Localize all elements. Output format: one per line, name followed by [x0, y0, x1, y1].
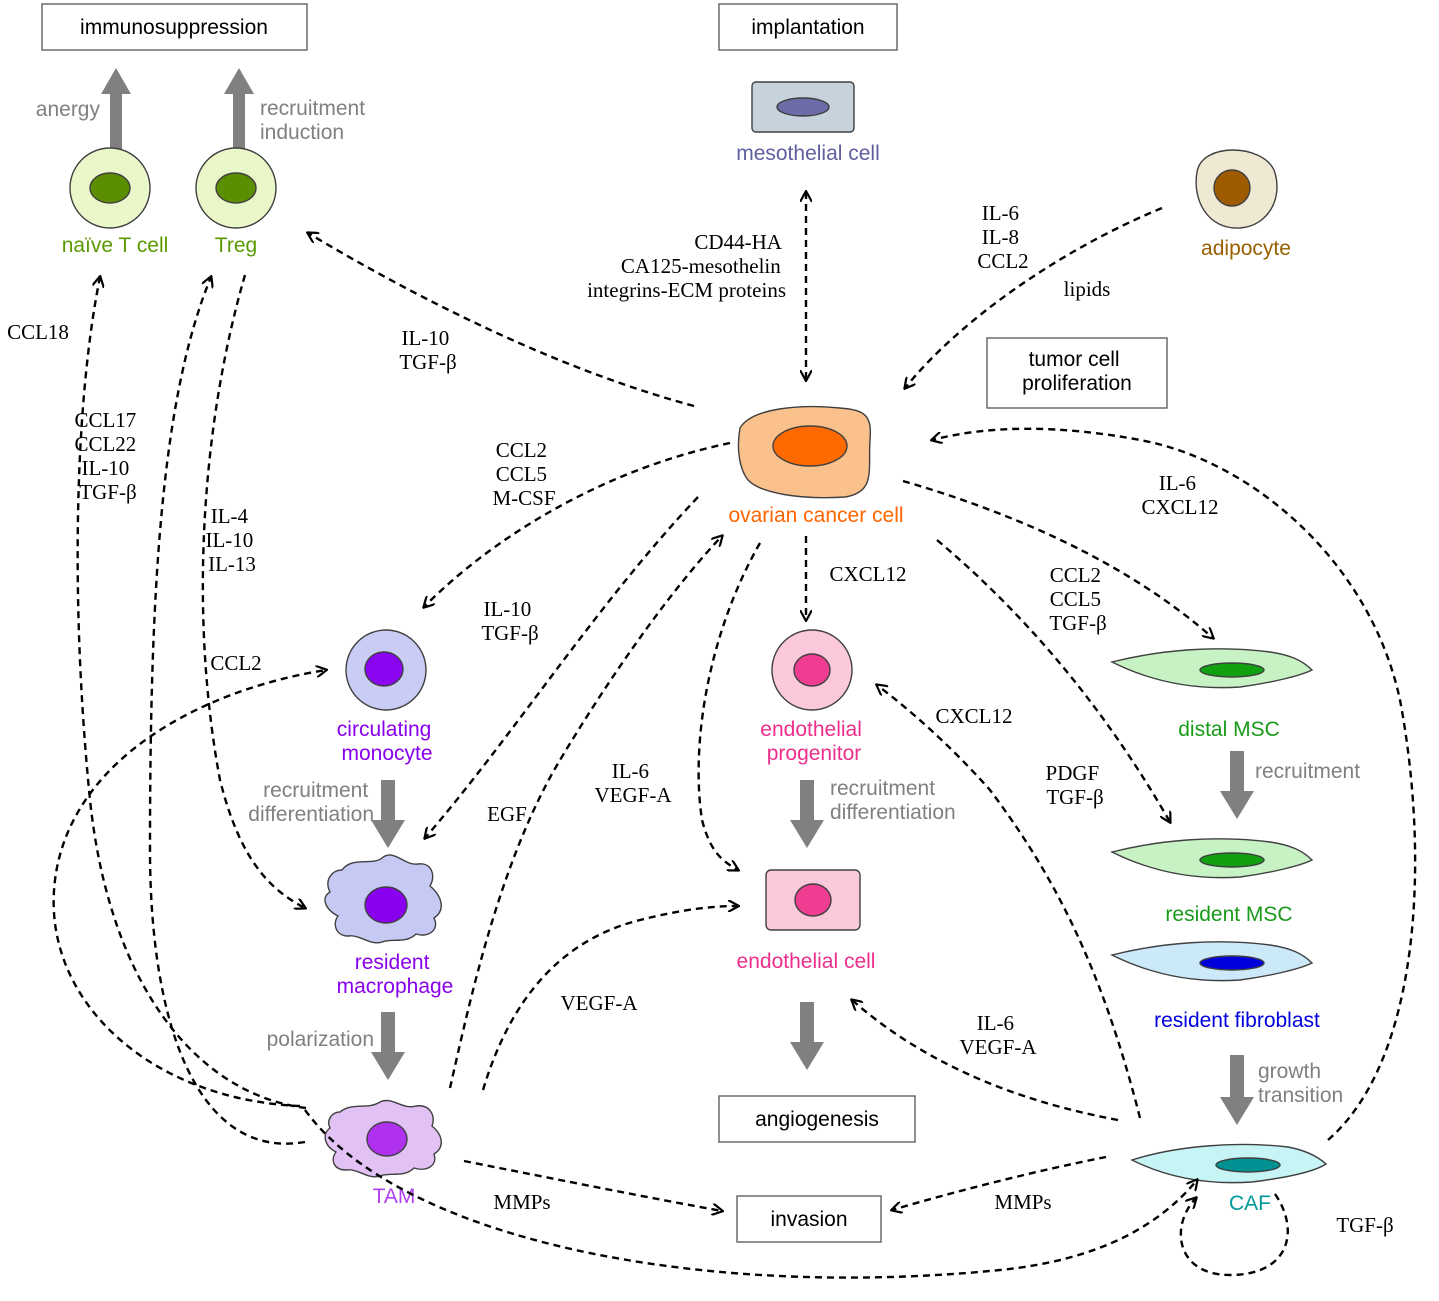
- cancer-to-resident-msc-arrow: [936, 539, 1170, 822]
- resident-macrophage-cell: [324, 854, 442, 944]
- distal-msc-label: distal MSC: [1178, 718, 1280, 741]
- cancer-to-monocyte-signals-label: CCL2 CCL5 M-CSF: [492, 438, 555, 510]
- signal-arrows: [52, 192, 1417, 1279]
- progenitor-recruitment-differentiation-label: recruitment differentiation: [830, 777, 956, 824]
- circulating-monocyte-cell: [345, 629, 427, 711]
- naive-t-cell-label: naïve T cell: [62, 234, 169, 257]
- tam-to-caf-arrow: [304, 1109, 1197, 1279]
- cxcl12-caf-label: CXCL12: [935, 704, 1012, 728]
- tam-label: TAM: [373, 1185, 416, 1208]
- treg-to-macrophage-arrow: [201, 274, 305, 908]
- implantation-label: implantation: [751, 16, 864, 39]
- tam-to-endothelial-arrow: [481, 906, 738, 1091]
- ccl18-label: CCL18: [7, 320, 69, 344]
- angiogenesis-label: angiogenesis: [755, 1108, 879, 1131]
- caf-to-cancer-arrow: [932, 427, 1417, 1141]
- polarization-arrow: [371, 1012, 405, 1080]
- treg-to-macrophage-signals-label: IL-4 IL-10 IL-13: [205, 504, 258, 576]
- progenitor-differentiation-arrow: [790, 780, 824, 848]
- mmps-caf-label: MMPs: [994, 1190, 1051, 1214]
- anergy-label: anergy: [36, 98, 101, 121]
- angiogenesis-arrow: [790, 1002, 824, 1070]
- caf-to-endothelial-arrow: [852, 1000, 1119, 1122]
- growth-transition-arrow: [1220, 1055, 1254, 1125]
- polarization-label: polarization: [267, 1028, 374, 1051]
- endothelial-progenitor-cell: [771, 629, 853, 711]
- cancer-to-resident-msc-signals-label: PDGF TGF-β: [1046, 761, 1105, 809]
- invasion-box: invasion: [736, 1195, 882, 1243]
- ccl2-monocyte-label: CCL2: [210, 651, 261, 675]
- cancer-to-distal-msc-signals-label: CCL2 CCL5 TGF-β: [1049, 563, 1106, 635]
- lipids-label: lipids: [1064, 277, 1111, 301]
- adipocyte-label: adipocyte: [1201, 237, 1291, 260]
- monocyte-recruitment-differentiation-label: recruitment differentiation: [248, 779, 374, 826]
- cancer-to-monocyte-arrow: [424, 441, 731, 607]
- resident-msc-label: resident MSC: [1165, 903, 1292, 926]
- tam-to-invasion-arrow: [463, 1159, 722, 1211]
- distal-msc-cell: [1109, 648, 1314, 689]
- implantation-box: implantation: [718, 3, 898, 51]
- recruitment-induction-arrow: [224, 68, 254, 153]
- cancer-to-treg-signals-label: IL-10 TGF-β: [399, 326, 456, 374]
- cancer-to-endothelial-arrow: [697, 542, 762, 870]
- endothelial-cell-label: endothelial cell: [737, 950, 876, 973]
- growth-transition-label: growth transition: [1258, 1060, 1343, 1107]
- caf-label: CAF: [1229, 1192, 1271, 1215]
- caf-to-cancer-signals-label: IL-6 CXCL12: [1141, 471, 1218, 519]
- cancer-to-endothelial-signals-label: IL-6 VEGF-A: [595, 759, 673, 807]
- ovarian-cancer-cell: [737, 405, 872, 499]
- adhesion-molecules-label: CD44-HA CA125-mesothelin integrins-ECM p…: [587, 230, 786, 302]
- endothelial-cell: [765, 869, 861, 931]
- naive-t-cell: [69, 147, 151, 229]
- msc-recruitment-arrow: [1220, 751, 1254, 819]
- endothelial-progenitor-label: endothelial progenitor: [760, 718, 867, 765]
- tgfb-caf-label: TGF-β: [1336, 1213, 1393, 1237]
- msc-recruitment-label: recruitment: [1255, 760, 1360, 783]
- tumor-cell-proliferation-box: tumor cell proliferation: [986, 337, 1168, 409]
- mmps-tam-label: MMPs: [493, 1190, 550, 1214]
- resident-msc-cell: [1109, 838, 1314, 879]
- mesothelial-cell-label: mesothelial cell: [736, 142, 880, 165]
- resident-fibroblast-label: resident fibroblast: [1154, 1009, 1320, 1032]
- caf-cell: [1130, 1143, 1328, 1184]
- circulating-monocyte-label: circulating monocyte: [337, 718, 437, 765]
- immunosuppression-box: immunosuppression: [41, 3, 308, 51]
- treg-label: Treg: [215, 234, 257, 257]
- ovarian-cancer-cell-label: ovarian cancer cell: [728, 504, 903, 527]
- tam-to-treg-signals-label: CCL17 CCL22 IL-10 TGF-β: [74, 408, 141, 504]
- resident-fibroblast-cell: [1109, 941, 1314, 982]
- cancer-to-macrophage-signals-label: IL-10 TGF-β: [481, 597, 538, 645]
- tam-to-treg-arrow: [148, 277, 306, 1145]
- caf-autocrine-arrow: [1179, 1193, 1289, 1277]
- process-arrows: [101, 68, 1254, 1125]
- resident-macrophage-label: resident macrophage: [337, 951, 454, 998]
- egf-label: EGF: [487, 802, 527, 826]
- anergy-arrow: [101, 68, 131, 153]
- invasion-label: invasion: [770, 1208, 847, 1231]
- adipocyte-to-cancer-arrow: [905, 206, 1163, 388]
- tam-to-naive-t-arrow: [76, 277, 307, 1110]
- adipocyte-cytokines-label: IL-6 IL-8 CCL2: [977, 201, 1028, 273]
- tam-monocyte-ccl2-arrow: [52, 670, 326, 1108]
- tam-cell: [324, 1099, 442, 1178]
- tumor-cell-proliferation-label: tumor cell proliferation: [1022, 348, 1132, 395]
- recruitment-induction-label: recruitment induction: [260, 97, 371, 144]
- cxcl12-progenitor-label: CXCL12: [829, 562, 906, 586]
- caf-to-progenitor-arrow: [877, 685, 1142, 1119]
- tam-vegf-label: VEGF-A: [561, 991, 639, 1015]
- immunosuppression-label: immunosuppression: [80, 16, 268, 39]
- caf-to-invasion-arrow: [892, 1155, 1107, 1210]
- mesothelial-cell: [751, 81, 855, 133]
- treg-cell: [195, 147, 277, 229]
- monocyte-differentiation-arrow: [371, 780, 405, 848]
- caf-to-endothelial-signals-label: IL-6 VEGF-A: [960, 1011, 1038, 1059]
- cancer-to-distal-msc-arrow: [902, 479, 1213, 638]
- adipocyte-cell: [1195, 149, 1278, 229]
- angiogenesis-box: angiogenesis: [718, 1095, 916, 1143]
